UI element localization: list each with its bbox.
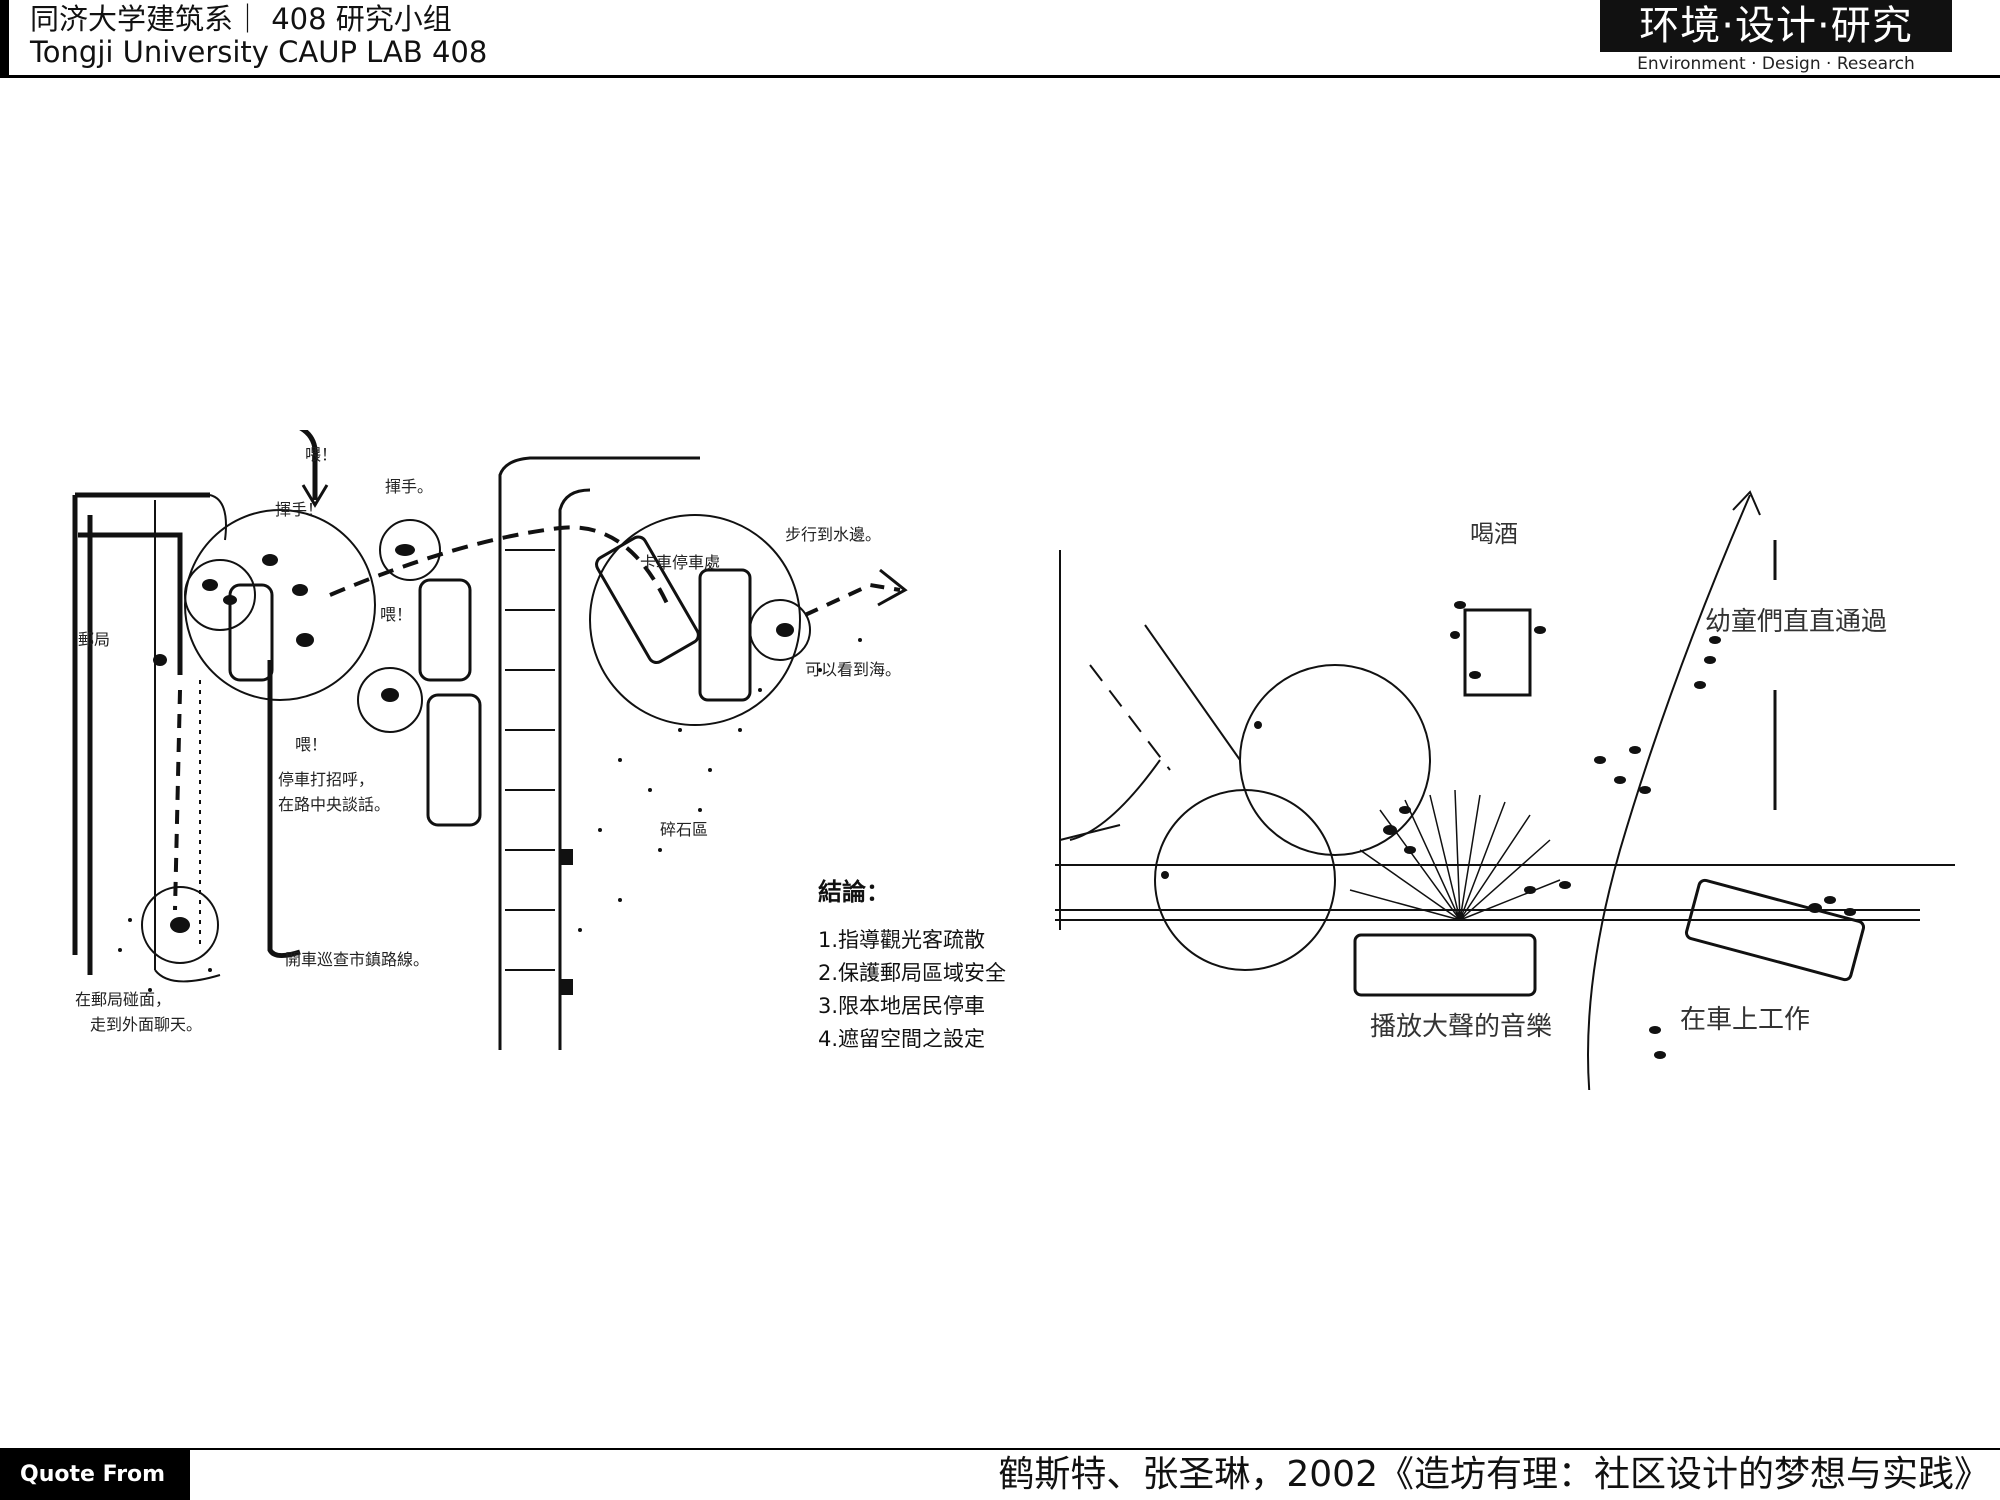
label-stop-greet-1: 停車打招呼， bbox=[278, 770, 374, 789]
quote-from-label: Quote From bbox=[0, 1450, 190, 1500]
label-stop-greet-2: 在路中央談話。 bbox=[278, 795, 390, 814]
label-post-office: 郵局 bbox=[78, 630, 110, 649]
label-truck-parking: 卡車停車處 bbox=[640, 553, 720, 572]
footer-divider bbox=[0, 1448, 2000, 1450]
right-sketch-labels: 喝酒 幼童們直直通過 播放大聲的音樂 在車上工作 bbox=[1370, 520, 1887, 1042]
label-drinking: 喝酒 bbox=[1470, 520, 1518, 548]
brand-logo: 环境·设计·研究 Environment · Design · Research bbox=[1600, 0, 1952, 76]
page-footer: Quote From 鹤斯特、张圣琳，2002《造坊有理：社区设计的梦想与实践》 bbox=[0, 1448, 2000, 1500]
conclusion-block: 結論： 1.指導觀光客疏散 2.保護郵局區域安全 3.限本地居民停車 4.遮留空… bbox=[818, 878, 1006, 1051]
citation-text: 鹤斯特、张圣琳，2002《造坊有理：社区设计的梦想与实践》 bbox=[998, 1454, 1990, 1495]
sketch-figure: 喂！ 揮手！ 揮手。 郵局 喂！ 喂！ 停車打招呼， 在路中央談話。 開車巡查市… bbox=[72, 430, 1955, 1090]
label-wei-bottom: 喂！ bbox=[295, 735, 327, 754]
label-chat-2: 走到外面聊天。 bbox=[90, 1015, 202, 1034]
left-sketch-labels: 喂！ 揮手！ 揮手。 郵局 喂！ 喂！ 停車打招呼， 在路中央談話。 開車巡查市… bbox=[75, 445, 901, 1034]
conclusion-item-2: 2.保護郵局區域安全 bbox=[818, 961, 1006, 985]
conclusion-item-4: 4.遮留空間之設定 bbox=[818, 1027, 985, 1051]
label-music: 播放大聲的音樂 bbox=[1370, 1012, 1552, 1042]
label-gravel: 碎石區 bbox=[660, 820, 708, 839]
header-accent-bar bbox=[0, 0, 9, 78]
left-site-sketch bbox=[72, 430, 908, 1050]
page-header: 同济大学建筑系｜ 408 研究小组 Tongji University CAUP… bbox=[0, 0, 2000, 78]
brand-title: 环境·设计·研究 bbox=[1600, 0, 1952, 52]
label-wave-hand-1: 揮手！ bbox=[275, 500, 323, 519]
conclusion-item-3: 3.限本地居民停車 bbox=[818, 994, 985, 1018]
label-walk-water: 步行到水邊。 bbox=[785, 525, 881, 544]
truck-parking-circle bbox=[589, 514, 801, 726]
label-children: 幼童們直直通過 bbox=[1705, 607, 1887, 637]
label-drive-route: 開車巡查市鎮路線。 bbox=[285, 950, 429, 969]
brand-subtitle: Environment · Design · Research bbox=[1637, 54, 1915, 74]
conclusion-item-1: 1.指導觀光客疏散 bbox=[818, 928, 985, 952]
org-name-chinese: 同济大学建筑系｜ 408 研究小组 bbox=[30, 2, 452, 36]
label-work: 在車上工作 bbox=[1680, 1005, 1810, 1035]
label-chat-1: 在郵局碰面， bbox=[75, 990, 171, 1009]
header-divider bbox=[0, 75, 2000, 78]
label-see-sea: 可以看到海。 bbox=[805, 660, 901, 679]
right-site-sketch bbox=[1055, 490, 1955, 1090]
gathering-circle-1 bbox=[184, 509, 376, 701]
conclusion-title: 結論： bbox=[818, 878, 890, 906]
label-wei-side: 喂！ bbox=[380, 605, 412, 624]
label-wei-top: 喂！ bbox=[305, 445, 337, 464]
org-name-english: Tongji University CAUP LAB 408 bbox=[30, 35, 488, 69]
label-wave-hand-2: 揮手。 bbox=[385, 477, 433, 496]
